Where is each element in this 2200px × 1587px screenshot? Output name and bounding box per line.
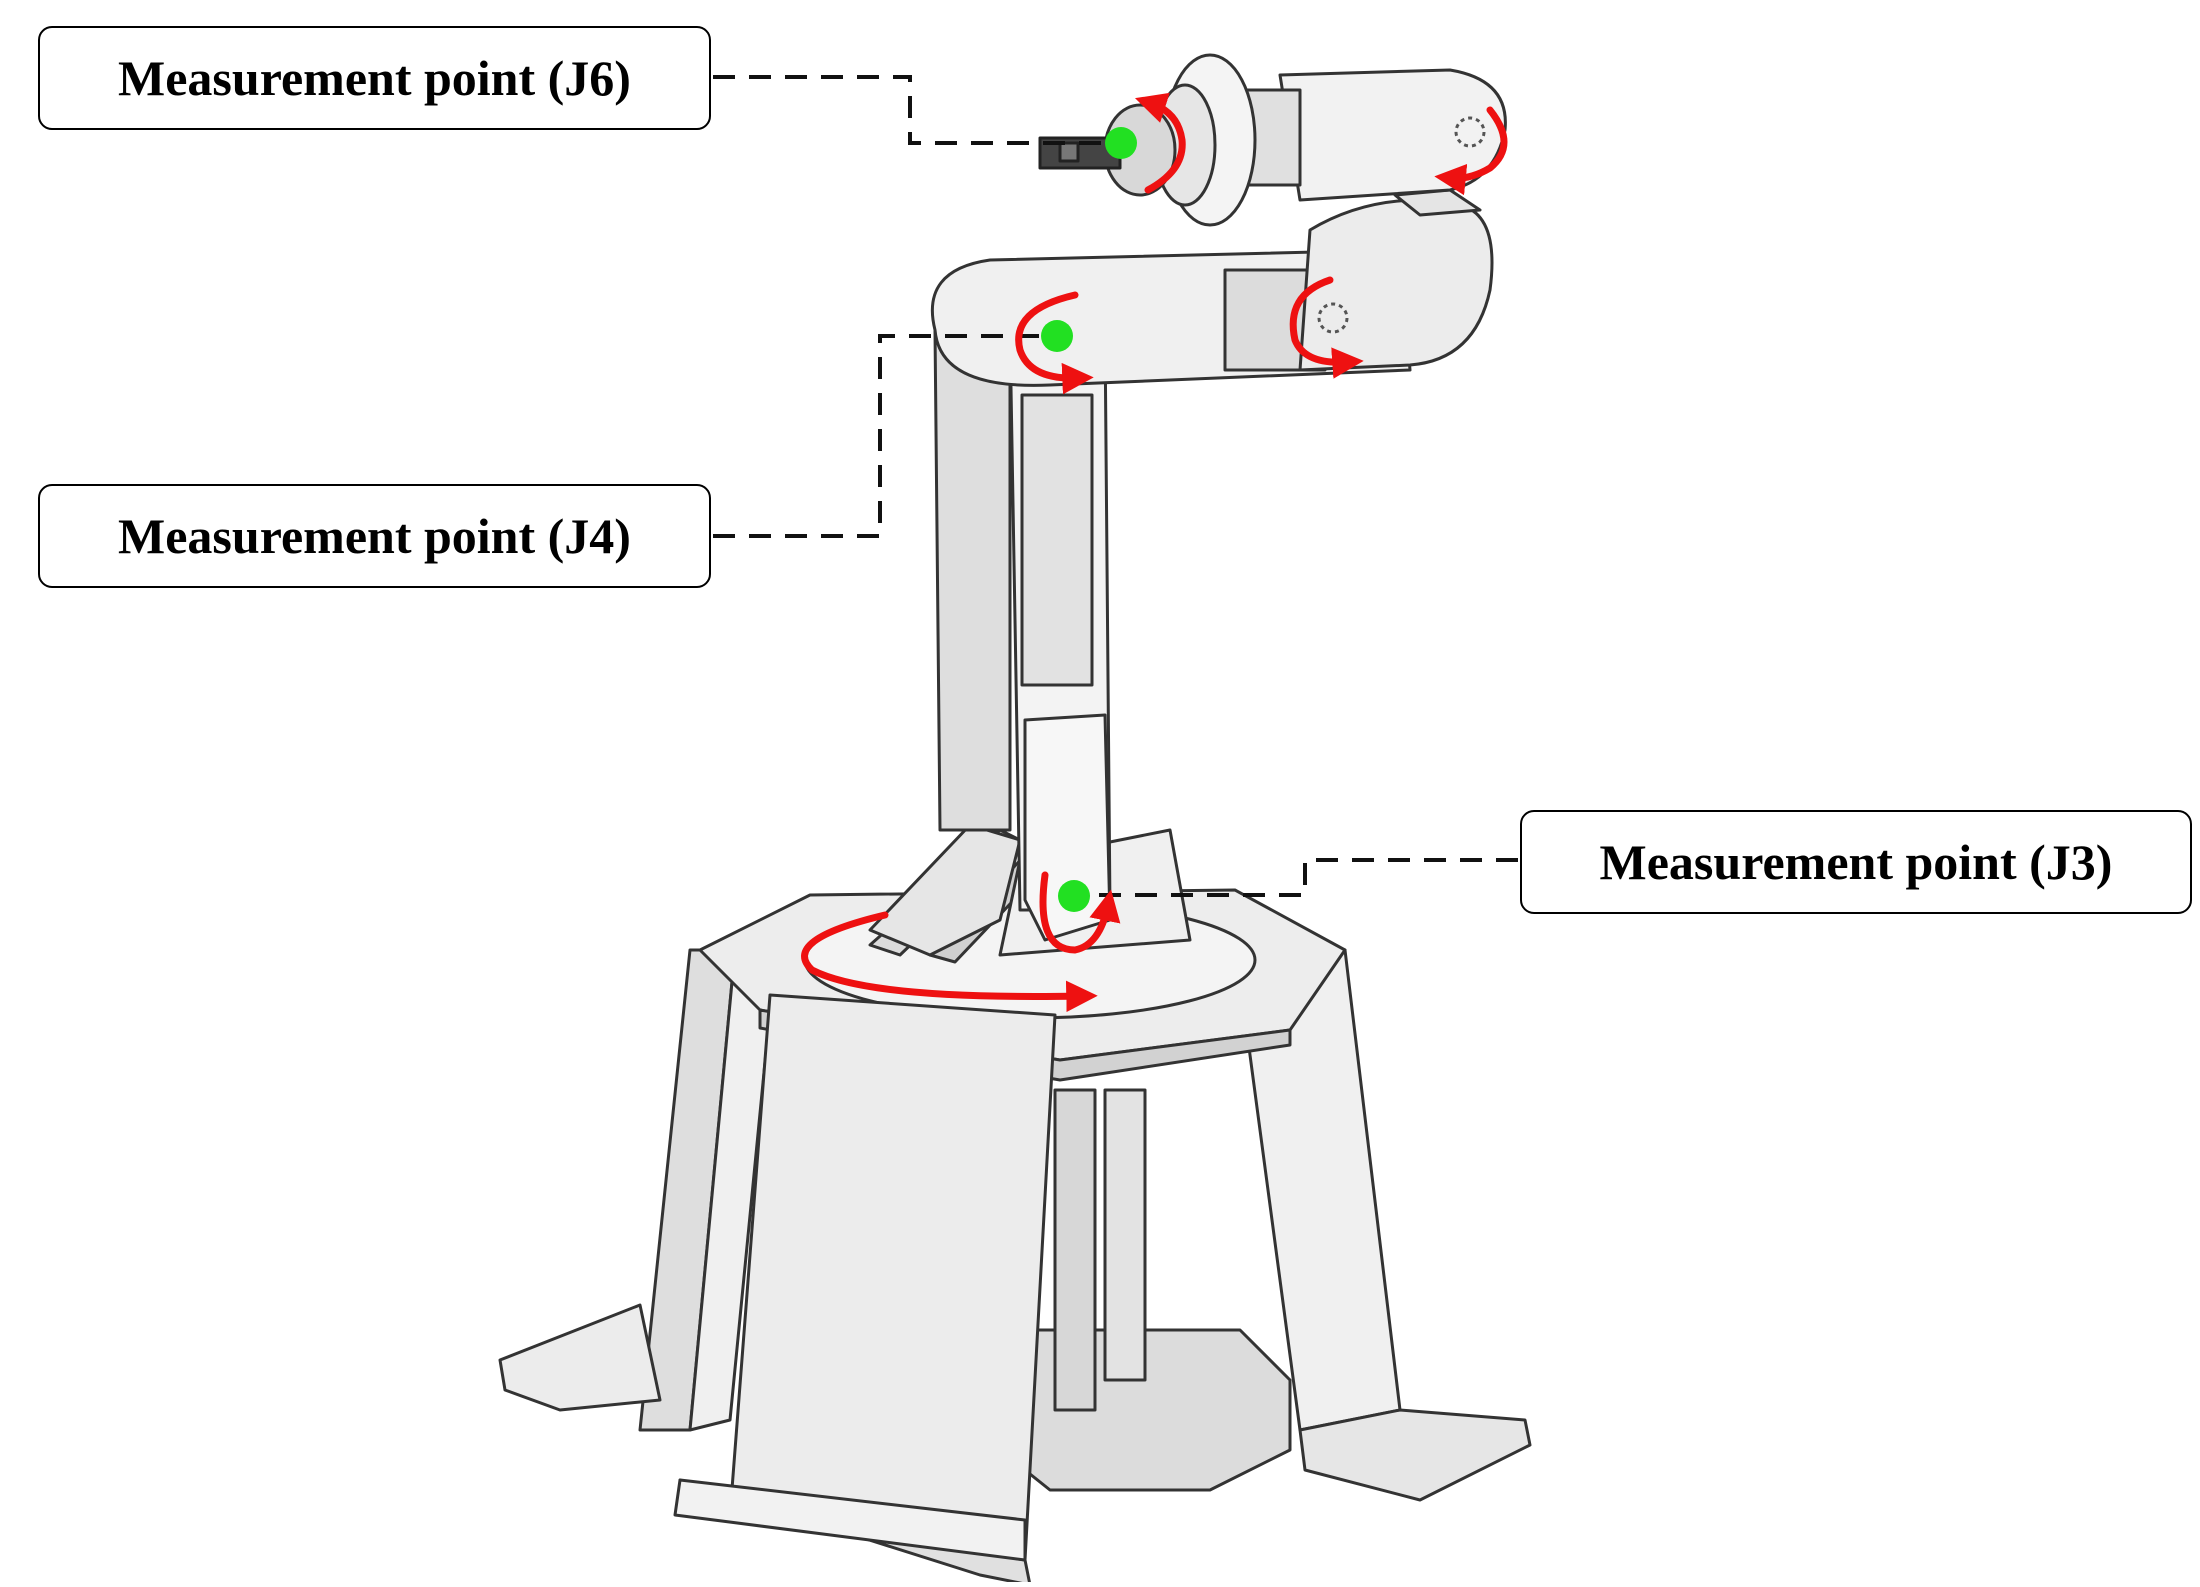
upper-arm — [930, 188, 1494, 387]
leader-line-j6 — [713, 75, 1110, 145]
leader-line-j4 — [713, 334, 1050, 538]
leader-line-j3 — [1085, 858, 1518, 897]
marker-j4 — [1041, 320, 1073, 352]
marker-j6 — [1105, 127, 1137, 159]
callout-measurement-point-j4: Measurement point (J4) — [38, 484, 711, 588]
measurement-markers — [1041, 127, 1137, 912]
callout-measurement-point-j6: Measurement point (J6) — [38, 26, 711, 130]
rotation-arrows — [801, 92, 1508, 1013]
rotation-arrow-j5 — [1289, 276, 1364, 379]
rotation-arrow-j6 — [1135, 92, 1186, 194]
lower-arm — [933, 328, 1112, 942]
rotation-arrow-wrist-end — [1434, 106, 1508, 196]
leader-lines — [713, 75, 1518, 897]
callout-measurement-point-j3: Measurement point (J3) — [1520, 810, 2192, 914]
rotation-arrow-j4 — [1015, 291, 1094, 395]
rotation-arrow-j3 — [1039, 871, 1121, 954]
rotation-arrow-base — [801, 911, 1098, 1013]
marker-j3 — [1058, 880, 1090, 912]
